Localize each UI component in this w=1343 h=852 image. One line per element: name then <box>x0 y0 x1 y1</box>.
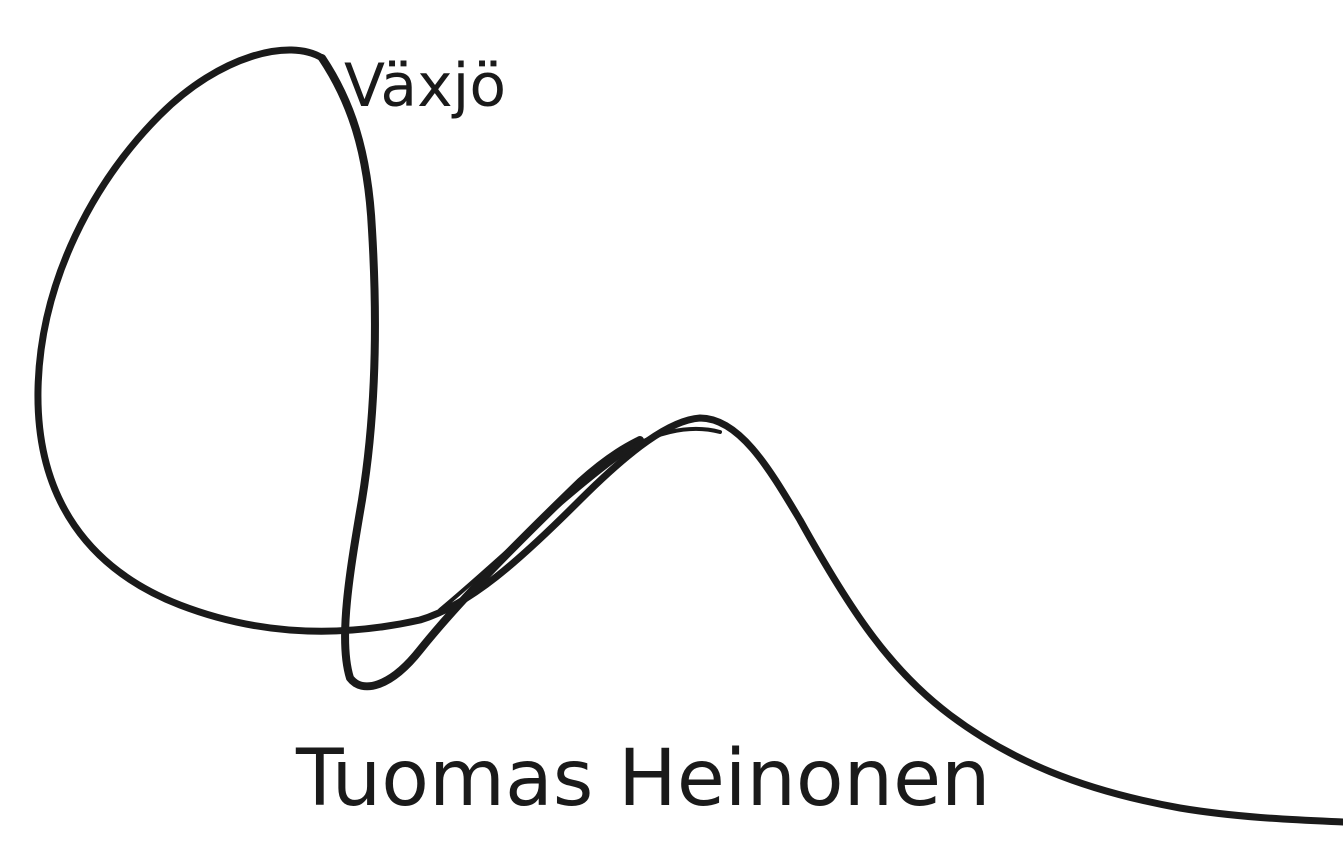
place-label: Växjö <box>344 51 507 121</box>
signature-stroke-inner <box>438 427 722 612</box>
signature-stroke-main <box>34 46 1343 826</box>
signer-name: Tuomas Heinonen <box>296 734 991 824</box>
